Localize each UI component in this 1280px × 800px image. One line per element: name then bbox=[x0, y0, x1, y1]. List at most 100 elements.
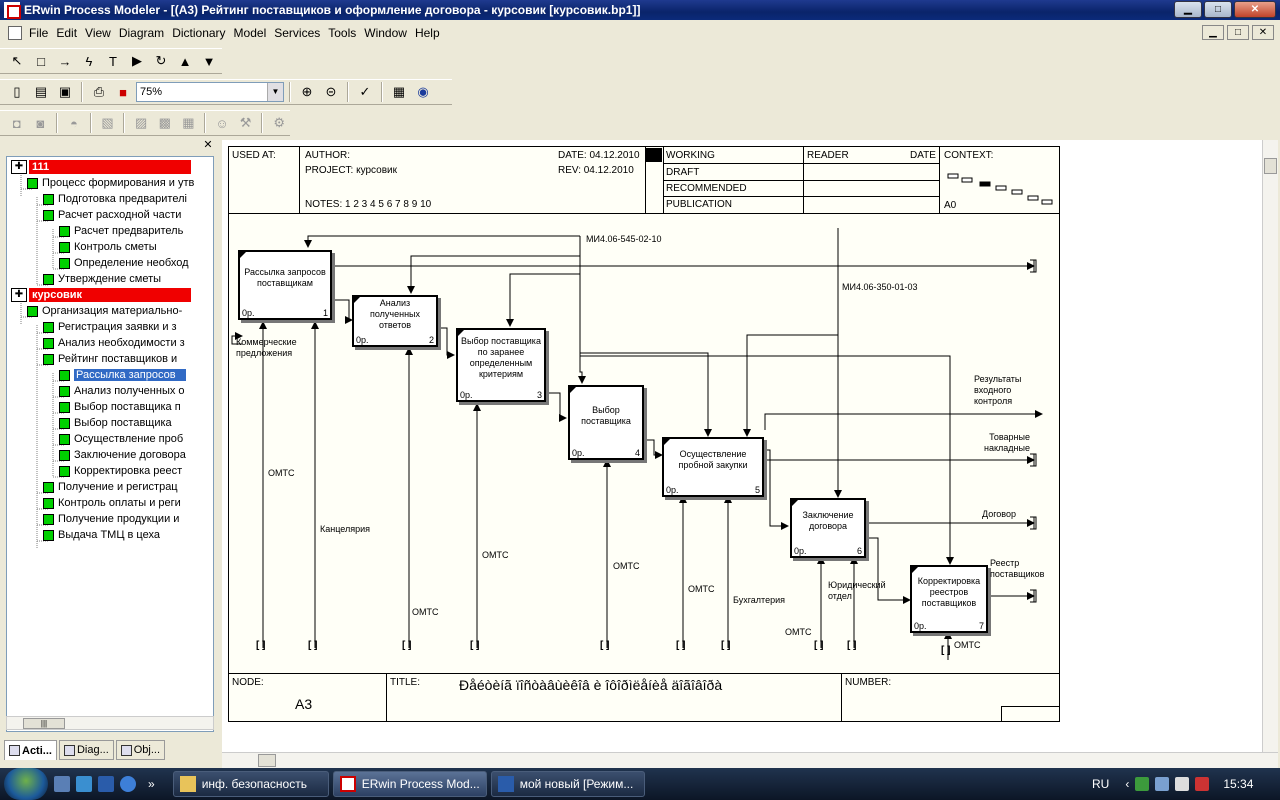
title-bar[interactable]: ERwin Process Modeler - [(А3) Рейтинг по… bbox=[0, 0, 1280, 20]
activity-box-3[interactable]: Выбор поставщика по заранее определенным… bbox=[456, 328, 546, 402]
tree-horizontal-scrollbar[interactable]: ||| bbox=[6, 716, 214, 730]
menu-file[interactable]: File bbox=[29, 26, 49, 40]
go-to-sibling-icon[interactable]: ↻ bbox=[155, 53, 167, 68]
menu-tools[interactable]: Tools bbox=[328, 26, 357, 40]
mdi-minimize-button[interactable]: ▁ bbox=[1202, 25, 1224, 40]
tree-node-preliminary-calc[interactable]: Расчет предваритель bbox=[59, 223, 183, 239]
power-icon[interactable] bbox=[1155, 777, 1170, 791]
activity-box-4[interactable]: Выбор поставщика 0р. 4 bbox=[568, 385, 644, 460]
tree-scroll-thumb[interactable]: ||| bbox=[23, 718, 65, 729]
tree-node-supplier-selection-criteria[interactable]: Выбор поставщика п bbox=[59, 399, 181, 415]
mdi-restore-button[interactable]: □ bbox=[1227, 25, 1249, 40]
tree-node-organization[interactable]: Организация материально- bbox=[27, 303, 182, 319]
horizontal-scroll-thumb[interactable] bbox=[258, 754, 276, 767]
antivirus-icon[interactable] bbox=[1195, 777, 1210, 791]
taskbar-button-erwin[interactable]: ERwin Process Mod... bbox=[332, 771, 487, 797]
switch-windows-icon[interactable] bbox=[76, 776, 92, 792]
activity-box-1[interactable]: Рассылка запросов поставщикам 0р. 1 bbox=[238, 250, 332, 320]
activity-box-6[interactable]: Заключение договора 0р. 6 bbox=[790, 498, 866, 558]
arrow-label-omts[interactable]: ОМТС bbox=[482, 550, 509, 560]
tab-diagrams[interactable]: Diag... bbox=[58, 740, 114, 760]
tree-node-product-receipt[interactable]: Получение продукции и bbox=[43, 511, 179, 527]
arrow-label-supplier-registry[interactable]: Реестр поставщиков bbox=[990, 558, 1045, 579]
tree-node-process[interactable]: Процесс формирования и утв bbox=[27, 175, 194, 191]
arrow-label-commercial-offers[interactable]: Коммерческие предложения bbox=[236, 337, 297, 358]
menu-help[interactable]: Help bbox=[414, 26, 440, 40]
zoom-in-icon[interactable]: ⊕ bbox=[301, 84, 313, 99]
arrow-label-legal-department[interactable]: Юридический отдел bbox=[828, 580, 886, 601]
arrow-label-inspection-results[interactable]: Результаты входного контроля bbox=[974, 374, 1022, 406]
model-mart-icon[interactable]: ◉ bbox=[417, 84, 429, 99]
quick-launch-more-icon[interactable]: » bbox=[148, 777, 155, 791]
arrow-tool-icon[interactable]: → bbox=[58, 53, 72, 69]
arrow-label-contract[interactable]: Договор bbox=[982, 509, 1016, 519]
mart-disconnect-icon[interactable]: ◙ bbox=[36, 115, 45, 131]
menu-model[interactable]: Model bbox=[233, 26, 267, 40]
new-file-icon[interactable]: ▯ bbox=[13, 84, 21, 99]
maximize-button[interactable]: □ bbox=[1204, 1, 1232, 18]
diagram-canvas[interactable]: USED AT: AUTHOR: PROJECT: курсовик NOTES… bbox=[222, 140, 1262, 752]
volume-icon[interactable] bbox=[1175, 777, 1190, 791]
go-to-parent-icon[interactable]: ▲ bbox=[178, 53, 192, 69]
pointer-tool-icon[interactable]: ↖ bbox=[11, 53, 23, 68]
tree-node-supplier-rating[interactable]: Рейтинг поставщиков и bbox=[43, 351, 177, 367]
tree-node-payment-control[interactable]: Контроль оплаты и реги bbox=[43, 495, 181, 511]
tree-node-estimate-control[interactable]: Контроль сметы bbox=[59, 239, 157, 255]
word-icon[interactable] bbox=[98, 776, 114, 792]
save-icon[interactable]: ▣ bbox=[58, 84, 72, 99]
internet-explorer-icon[interactable] bbox=[120, 776, 136, 792]
menu-window[interactable]: Window bbox=[364, 26, 407, 40]
spell-check-icon[interactable]: ✓ bbox=[359, 84, 371, 99]
arrow-label-invoices[interactable]: Товарные накладные bbox=[984, 432, 1030, 453]
network-icon[interactable] bbox=[1135, 777, 1150, 791]
arrow-label-omts[interactable]: ОМТС bbox=[268, 468, 295, 478]
tab-activities[interactable]: Acti... bbox=[4, 740, 57, 760]
zoom-out-icon[interactable]: ⊝ bbox=[325, 84, 337, 99]
tree-node-request-mailing[interactable]: Рассылка запросов bbox=[59, 367, 186, 383]
language-indicator[interactable]: RU bbox=[1092, 777, 1110, 791]
arrow-label-accounting[interactable]: Бухгалтерия bbox=[733, 595, 785, 605]
go-to-child-icon[interactable]: ▶ bbox=[132, 53, 142, 68]
decompose-icon[interactable]: ▼ bbox=[202, 53, 216, 69]
mart-connect-icon[interactable]: ◘ bbox=[12, 115, 21, 131]
open-folder-icon[interactable]: ▤ bbox=[34, 84, 48, 99]
print-icon[interactable]: ⎙ bbox=[93, 84, 105, 99]
vertical-scroll-thumb[interactable] bbox=[1264, 158, 1277, 174]
mart-merge-icon[interactable]: ▩ bbox=[158, 115, 171, 130]
mart-users-icon[interactable]: ☺ bbox=[215, 115, 229, 131]
mart-grid-icon[interactable]: ▦ bbox=[182, 115, 195, 130]
tree-node-preparation[interactable]: Подготовка предварителі bbox=[43, 191, 187, 207]
tab-objects[interactable]: Obj... bbox=[115, 740, 166, 760]
arrow-label-office[interactable]: Канцелярия bbox=[320, 524, 371, 534]
show-desktop-icon[interactable] bbox=[54, 776, 70, 792]
activity-box-7[interactable]: Корректировка реестров поставщиков 0р. 7 bbox=[910, 565, 988, 633]
tree-node-expense-calc[interactable]: Расчет расходной части bbox=[43, 207, 181, 223]
menu-services[interactable]: Services bbox=[274, 26, 321, 40]
taskbar-button-word[interactable]: мой новый [Режим... bbox=[490, 771, 645, 797]
tree-node-contract-conclusion[interactable]: Заключение договора bbox=[59, 447, 186, 463]
diagram-vertical-scrollbar[interactable] bbox=[1262, 140, 1278, 752]
arrow-label-omts[interactable]: ОМТС bbox=[412, 607, 439, 617]
arrow-label-omts[interactable]: ОМТС bbox=[785, 627, 812, 637]
tree-model-kursovik[interactable]: ✚курсовик bbox=[11, 287, 191, 303]
zoom-combobox[interactable]: 75% ▼ bbox=[136, 82, 284, 102]
mdi-close-button[interactable]: ✕ bbox=[1252, 25, 1274, 40]
arrow-label-mi-545[interactable]: МИ4.06-545-02-10 bbox=[586, 234, 662, 244]
document-icon[interactable] bbox=[8, 26, 22, 40]
mart-open-icon[interactable]: ▧ bbox=[101, 115, 114, 130]
arrow-label-omts[interactable]: ОМТС bbox=[954, 640, 981, 650]
squiggle-tool-icon[interactable]: ϟ bbox=[85, 53, 93, 69]
box-tool-icon[interactable]: □ bbox=[37, 53, 45, 69]
tree-node-request-registration[interactable]: Регистрация заявки и з bbox=[43, 319, 177, 335]
minimize-button[interactable]: ▁ bbox=[1174, 1, 1202, 18]
panel-close-icon[interactable]: ✕ bbox=[203, 139, 213, 151]
tree-node-response-analysis[interactable]: Анализ полученных о bbox=[59, 383, 185, 399]
mart-tools-icon[interactable]: ⚒ bbox=[239, 115, 252, 130]
menu-diagram[interactable]: Diagram bbox=[118, 26, 165, 40]
tree-node-estimate-approval[interactable]: Утверждение сметы bbox=[43, 271, 161, 287]
tree-node-tmc-issue[interactable]: Выдача ТМЦ в цеха bbox=[43, 527, 160, 543]
text-tool-icon[interactable]: T bbox=[109, 53, 117, 69]
tree-node-need-definition[interactable]: Определение необход bbox=[59, 255, 189, 271]
tray-expand-icon[interactable]: ‹ bbox=[1125, 777, 1130, 791]
